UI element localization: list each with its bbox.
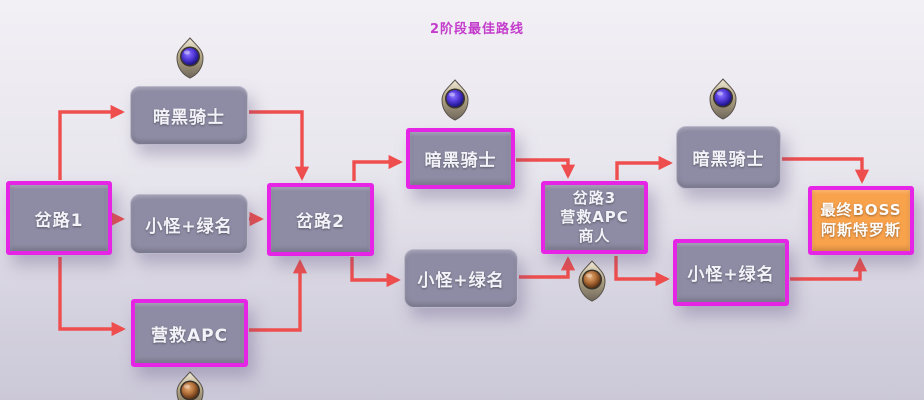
edge-fork1-darkknight1 xyxy=(58,104,125,180)
node-fork3: 岔路3 营救APC 商人 xyxy=(541,181,648,254)
edge-darkknight3-boss xyxy=(782,157,870,184)
blue-gem-icon xyxy=(441,79,469,121)
brown-gem-icon xyxy=(176,371,204,400)
blue-gem-icon xyxy=(709,78,737,120)
node-mobs-2-label: 小怪+绿名 xyxy=(417,271,505,291)
edge-darkknight1-fork2 xyxy=(249,110,310,181)
node-dark-knight-2-label: 暗黑骑士 xyxy=(424,151,497,171)
edge-fork2-mobs2 xyxy=(350,257,401,288)
node-fork1: 岔路1 xyxy=(6,181,112,255)
node-dark-knight-1-label: 暗黑骑士 xyxy=(153,108,225,128)
node-fork3-line3: 商人 xyxy=(578,227,611,246)
node-fork3-line1: 岔路3 xyxy=(572,188,617,207)
node-fork3-line2: 营救APC xyxy=(560,207,629,226)
blue-gem-icon xyxy=(176,37,204,79)
edge-fork2-darkknight2 xyxy=(352,154,403,181)
diagram-title: 2阶段最佳路线 xyxy=(430,22,525,37)
node-mobs-3-label: 小怪+绿名 xyxy=(687,265,775,285)
node-mobs-1: 小怪+绿名 xyxy=(130,194,248,254)
node-fork2: 岔路2 xyxy=(267,183,374,256)
edge-darkknight2-fork3 xyxy=(516,158,576,179)
node-mobs-2: 小怪+绿名 xyxy=(404,249,518,308)
edge-mobs2-fork3 xyxy=(519,256,576,279)
node-rescue-apc: 营救APC xyxy=(131,299,248,367)
node-final-boss: 最终BOSS 阿斯特罗斯 xyxy=(808,186,914,255)
edge-fork1-rescueapc xyxy=(58,257,126,337)
node-dark-knight-1: 暗黑骑士 xyxy=(130,86,248,145)
brown-gem-icon xyxy=(578,260,606,302)
node-fork2-label: 岔路2 xyxy=(296,212,345,232)
node-dark-knight-3-label: 暗黑骑士 xyxy=(692,150,765,170)
node-mobs-1-label: 小怪+绿名 xyxy=(145,216,233,237)
edge-fork3-mobs3 xyxy=(614,256,670,287)
node-mobs-3: 小怪+绿名 xyxy=(673,239,789,306)
node-fork1-label: 岔路1 xyxy=(34,210,84,231)
edge-fork3-darkknight3 xyxy=(615,155,673,180)
node-final-boss-line1: 最终BOSS xyxy=(820,201,902,220)
node-final-boss-line2: 阿斯特罗斯 xyxy=(820,220,901,239)
edge-rescueapc-fork2 xyxy=(249,259,308,332)
node-rescue-apc-label: 营救APC xyxy=(150,325,229,346)
node-dark-knight-2: 暗黑骑士 xyxy=(406,128,515,189)
node-dark-knight-3: 暗黑骑士 xyxy=(676,126,781,189)
edge-mobs3-boss xyxy=(790,257,868,281)
